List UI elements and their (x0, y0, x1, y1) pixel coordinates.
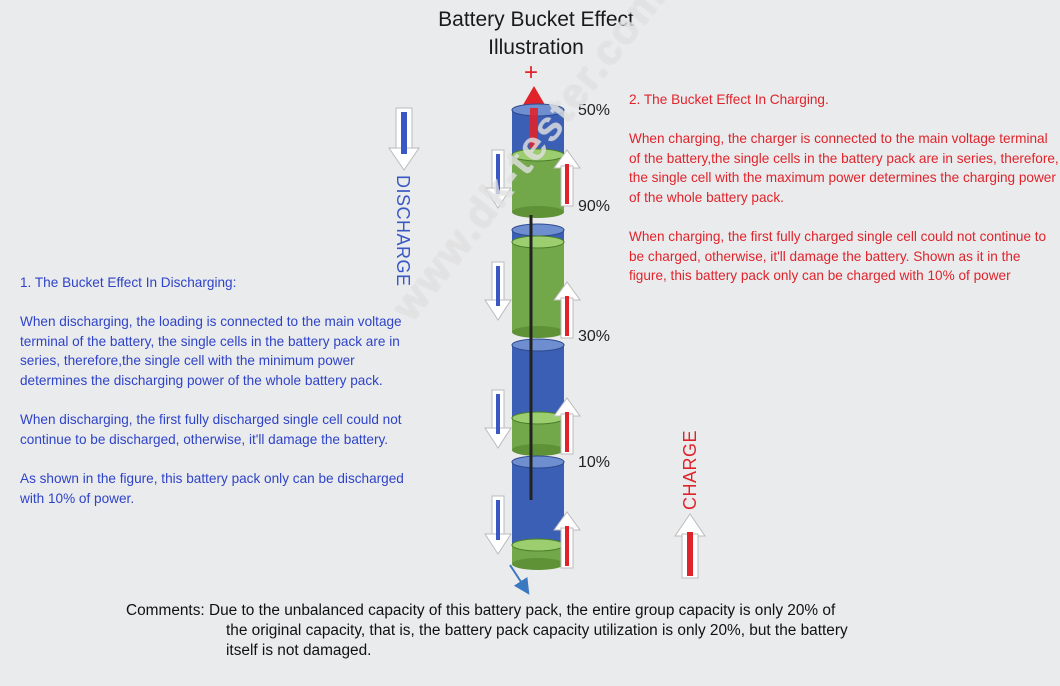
battery-cell-4 (511, 455, 565, 570)
discharge-arrows (484, 149, 512, 555)
big-discharge-arrow (388, 107, 420, 171)
title-line-2: Illustration (488, 36, 584, 59)
discharging-para-2: When discharging, the first fully discha… (20, 412, 402, 447)
charge-label: CHARGE (680, 430, 700, 511)
cell-4-level: 10% (578, 454, 611, 471)
plus-sign: + (524, 59, 538, 86)
cell-2-level: 90% (578, 198, 611, 215)
comments-line-2: the original capacity, that is, the batt… (226, 622, 848, 639)
discharging-heading: 1. The Bucket Effect In Discharging: (20, 275, 237, 290)
discharge-label: DISCHARGE (393, 175, 413, 287)
charging-explanation: 2. The Bucket Effect In Charging. When c… (629, 90, 1059, 306)
charge-arrows (553, 149, 581, 569)
big-charge-arrow (674, 513, 706, 579)
title-line-1: Battery Bucket Effect (438, 8, 634, 31)
charging-para-2: When charging, the first fully charged s… (629, 229, 1047, 284)
battery-cell-3 (511, 338, 565, 456)
charging-para-1: When charging, the charger is connected … (629, 131, 1059, 205)
diagram-title: Battery Bucket Effect Illustration (0, 6, 1060, 62)
cell-1-level: 50% (578, 102, 611, 119)
battery-cell-2 (511, 223, 565, 338)
negative-terminal-arrow (509, 564, 530, 595)
discharging-para-1: When discharging, the loading is connect… (20, 314, 402, 388)
battery-cell-1 (511, 103, 565, 218)
discharging-para-3: As shown in the figure, this battery pac… (20, 470, 404, 506)
comments: Comments: Due to the unbalanced capacity… (126, 601, 1006, 661)
cell-3-level: 30% (578, 328, 611, 345)
comments-line-3: itself is not damaged. (226, 642, 372, 659)
comments-line-1: Comments: Due to the unbalanced capacity… (126, 602, 836, 619)
charging-heading: 2. The Bucket Effect In Charging. (629, 92, 829, 107)
discharging-explanation: 1. The Bucket Effect In Discharging: Whe… (20, 273, 420, 528)
